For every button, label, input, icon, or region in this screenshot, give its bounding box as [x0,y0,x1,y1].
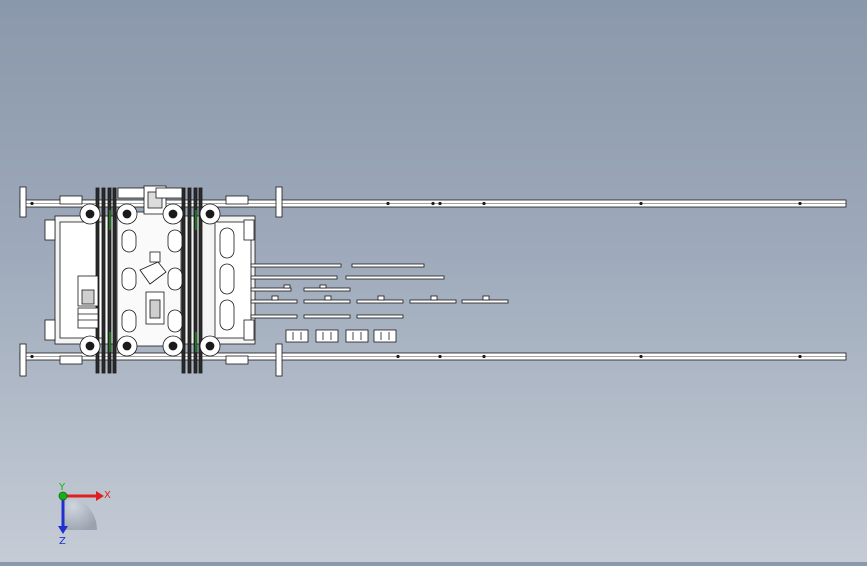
loose-parts[interactable] [250,263,509,343]
motor-block[interactable] [77,275,99,329]
end-bracket-left-top [19,186,283,218]
y-axis-label: Y [58,482,66,493]
bottom-guide-rail[interactable] [19,352,847,361]
right-plate-slots [219,227,235,331]
clamp-blocks[interactable] [285,329,397,343]
conveyor-assembly[interactable] [19,185,847,377]
roller-wheels-bottom[interactable] [79,335,221,357]
belt-markers [109,210,197,352]
roller-wheels-top[interactable] [79,203,221,225]
x-axis-label: X [104,490,111,501]
y-axis-dot [58,491,68,501]
end-bracket-left-bottom [19,343,283,377]
x-arrow-head [96,491,104,501]
z-arrow-head [58,526,68,534]
z-axis-label: Z [59,536,66,547]
triad-shading [63,496,97,530]
rail-hubs [59,187,249,365]
orientation-triad: X Y Z [58,482,111,547]
